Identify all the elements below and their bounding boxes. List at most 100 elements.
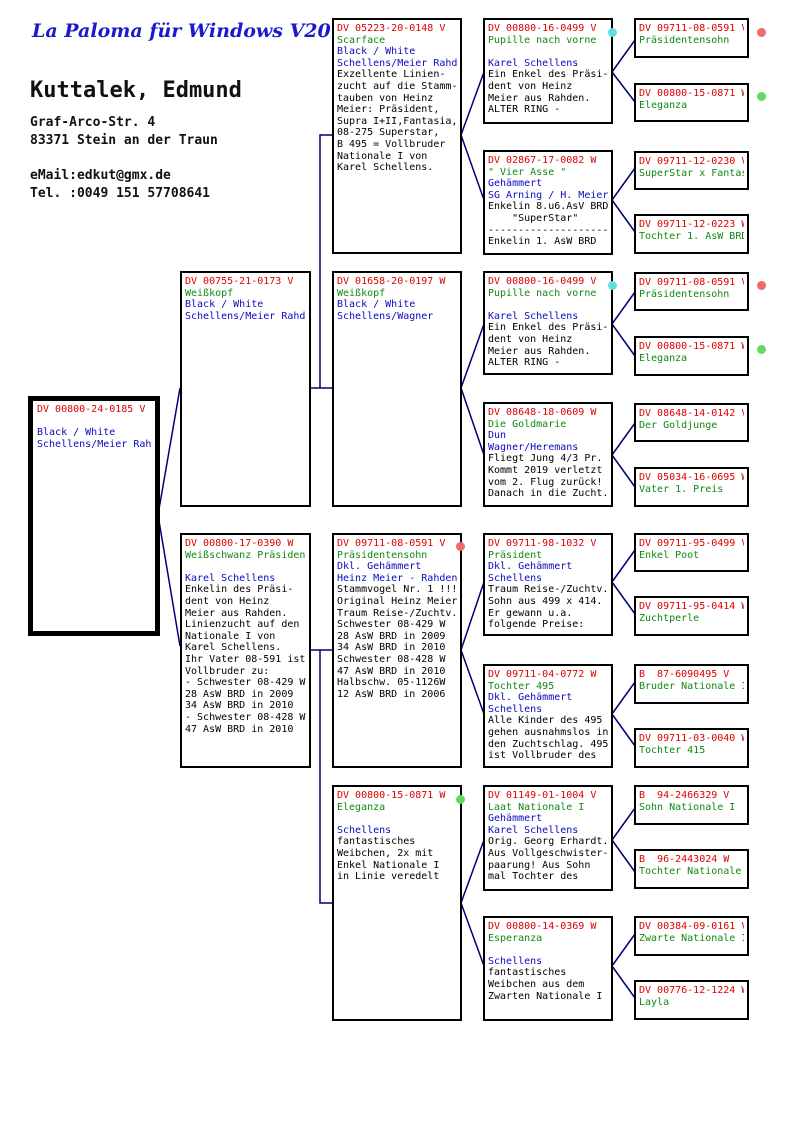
pigeon-name: Weißkopf — [337, 287, 386, 299]
red-marker-dot-icon — [757, 281, 766, 290]
pigeon-name: Tochter 415 — [639, 744, 706, 756]
pigeon-note: 28 AsW BRD in 2009 — [337, 630, 446, 642]
pigeon-note: dent von Heinz — [488, 80, 573, 92]
pigeon-note: Aus Vollgeschwister- — [488, 847, 608, 859]
pigeon-card-ffm[interactable]: DV 02867-17-0082 W" Vier Asse "Gehämmert… — [483, 150, 613, 255]
pigeon-name: Enkel Poot — [639, 549, 700, 561]
pigeon-note: mal Tochter des — [488, 871, 579, 883]
pigeon-detail: Black / White — [37, 427, 116, 439]
pigeon-note: 34 AsW BRD in 2010 — [185, 700, 294, 712]
pigeon-note: Meier aus Rahden. — [488, 92, 591, 104]
ring-number: DV 09711-08-0591 V — [639, 277, 744, 288]
pigeon-detail: Schellens — [488, 572, 543, 584]
pigeon-note: Stammvogel Nr. 1 !!! — [337, 584, 457, 596]
ring-number: DV 01149-01-1004 V — [488, 790, 597, 801]
pigeon-note: Traum Reise-/Zuchtv. — [488, 584, 608, 596]
pigeon-detail: Schellens/Meier Rahd — [37, 438, 151, 450]
pigeon-note: Sohn aus 499 x 414. — [488, 595, 603, 607]
ring-number: DV 00800-16-0499 V — [488, 23, 597, 34]
pigeon-name: Weißkopf — [185, 287, 234, 299]
pigeon-note: Schwester 08-429 W — [337, 619, 446, 631]
pigeon-detail: Schellens — [488, 703, 543, 715]
pigeon-detail: Karel Schellens — [488, 57, 579, 69]
ring-number: DV 09711-95-0414 W — [639, 601, 744, 612]
pigeon-note: -------------------- — [488, 224, 608, 236]
pigeon-note: den Zuchtschlag. 495 — [488, 738, 608, 750]
pigeon-detail: Schellens — [337, 824, 392, 836]
pigeon-note: Fliegt Jung 4/3 Pr. — [488, 453, 603, 465]
ring-number: DV 08648-14-0142 V — [639, 408, 744, 419]
pigeon-name: SuperStar x Fantasia — [639, 167, 744, 179]
pigeon-note: Weibchen, 2x mit — [337, 847, 434, 859]
pigeon-note: dent von Heinz — [488, 333, 573, 345]
pigeon-note: Ihr Vater 08-591 ist — [185, 653, 306, 665]
owner-name: Kuttalek, Edmund — [30, 78, 242, 103]
pigeon-note: Weibchen aus dem — [488, 978, 585, 990]
ring-number: DV 01658-20-0197 W — [337, 276, 446, 287]
pigeon-name: " Vier Asse " — [488, 166, 567, 178]
pigeon-name: Der Goldjunge — [639, 419, 718, 431]
pigeon-detail: Karel Schellens — [488, 310, 579, 322]
pigeon-name: Präsident — [488, 549, 543, 561]
ring-number: DV 02867-17-0082 W — [488, 155, 597, 166]
pigeon-name: Zuchtperle — [639, 612, 700, 624]
pigeon-name: Esperanza — [488, 932, 543, 944]
ring-number: DV 00800-15-0871 W — [639, 341, 744, 352]
pigeon-note: ALTER RING - — [488, 104, 561, 116]
pigeon-name: Tochter Nationale I — [639, 865, 744, 877]
ring-number: DV 00800-14-0369 W — [488, 921, 597, 932]
pigeon-name: Eleganza — [639, 352, 688, 364]
pigeon-name: Pupille nach vorne — [488, 34, 597, 46]
ring-number: DV 09711-04-0772 W — [488, 669, 597, 680]
ring-number: DV 00776-12-1224 W — [639, 985, 744, 996]
pigeon-note: Linienzucht auf den — [185, 619, 300, 631]
pigeon-note: 12 AsW BRD in 2006 — [337, 688, 446, 700]
pigeon-detail: SG Arning / H. Meier — [488, 189, 608, 201]
pigeon-detail: Karel Schellens — [488, 824, 579, 836]
pigeon-note: Meier aus Rahden. — [488, 345, 591, 357]
pigeon-detail: Schellens/Meier Rahd — [185, 310, 306, 322]
pigeon-name: Die Goldmarie — [488, 418, 567, 430]
green-marker-dot-icon — [456, 795, 465, 804]
pigeon-detail — [488, 944, 608, 956]
pigeon-detail: Dkl. Gehämmert — [337, 561, 422, 573]
pigeon-detail: Dun — [488, 430, 507, 442]
red-marker-dot-icon — [757, 28, 766, 37]
owner-city: 83371 Stein an der Traun — [30, 133, 218, 148]
ring-number: DV 05034-16-0695 W — [639, 472, 744, 483]
pigeon-note: Exzellente Linien- — [337, 69, 446, 81]
ring-number: DV 00800-15-0871 W — [337, 790, 446, 801]
pigeon-note: ALTER RING - — [488, 357, 561, 369]
